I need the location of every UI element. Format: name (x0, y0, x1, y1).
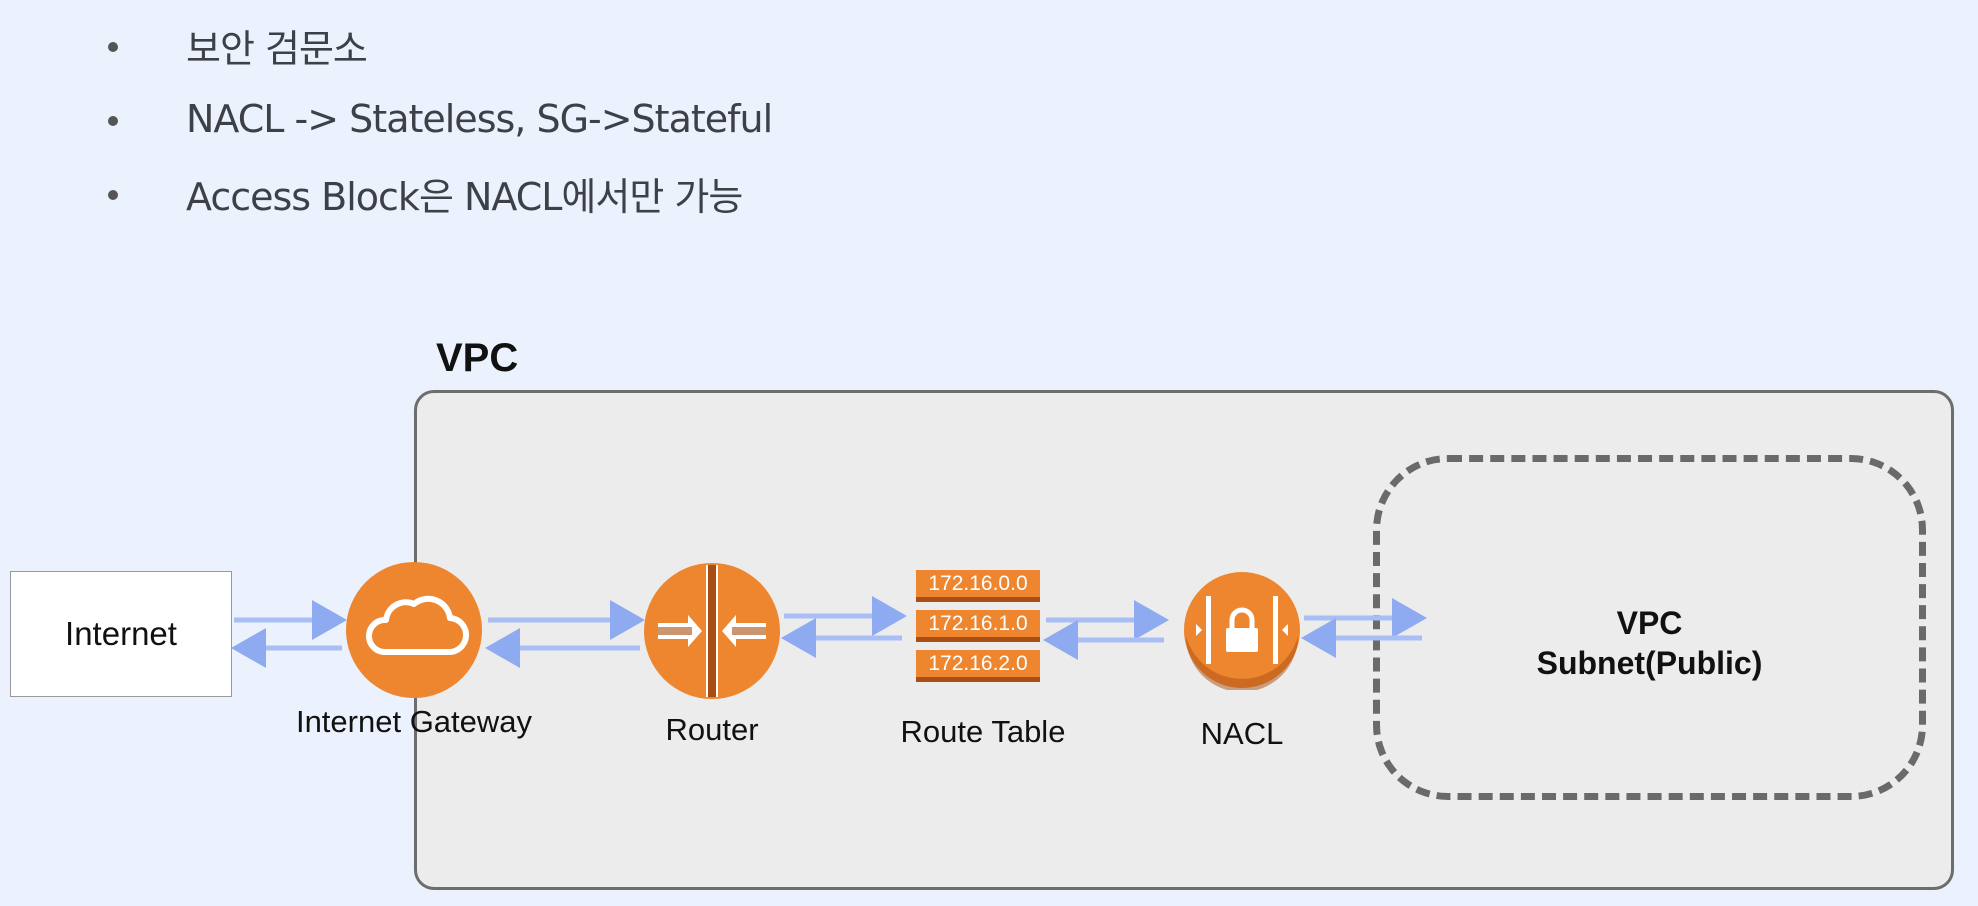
bullet-item: 보안 검문소 (108, 8, 772, 82)
bullet-list: 보안 검문소 NACL -> Stateless, SG->Stateful A… (108, 8, 773, 230)
subnet-label-line2: Subnet(Public) (1536, 645, 1763, 681)
subnet-label-line1: VPC (1616, 605, 1683, 641)
lock-icon (1184, 572, 1300, 690)
nacl-label: NACL (1200, 716, 1284, 751)
bullet-dot (108, 42, 118, 52)
internet-label: Internet (65, 615, 177, 652)
bullet-item: Access Block은 NACL에서만 가능 (108, 156, 772, 230)
bullet-item: NACL -> Stateless, SG->Stateful (108, 82, 773, 156)
bullet-text: 보안 검문소 (186, 26, 368, 71)
cloud-icon (346, 562, 482, 698)
router-icon (644, 563, 780, 699)
route-table-row: 172.16.1.0 (916, 610, 1040, 642)
router-label: Router (665, 712, 759, 747)
route-table-row: 172.16.2.0 (916, 650, 1040, 682)
route-table-row: 172.16.0.0 (916, 570, 1040, 602)
bullet-dot (108, 116, 118, 126)
bullet-text: Access Block은 NACL에서만 가능 (186, 174, 743, 219)
vpc-label: VPC (436, 336, 519, 380)
route-table-label: Route Table (900, 714, 1066, 749)
bullet-dot (108, 190, 118, 200)
subnet-container (1373, 455, 1926, 800)
subnet-label: VPC Subnet(Public) (1373, 603, 1926, 683)
igw-label: Internet Gateway (295, 704, 533, 739)
internet-node: Internet (10, 571, 232, 697)
bullet-text: NACL -> Stateless, SG->Stateful (186, 97, 773, 141)
